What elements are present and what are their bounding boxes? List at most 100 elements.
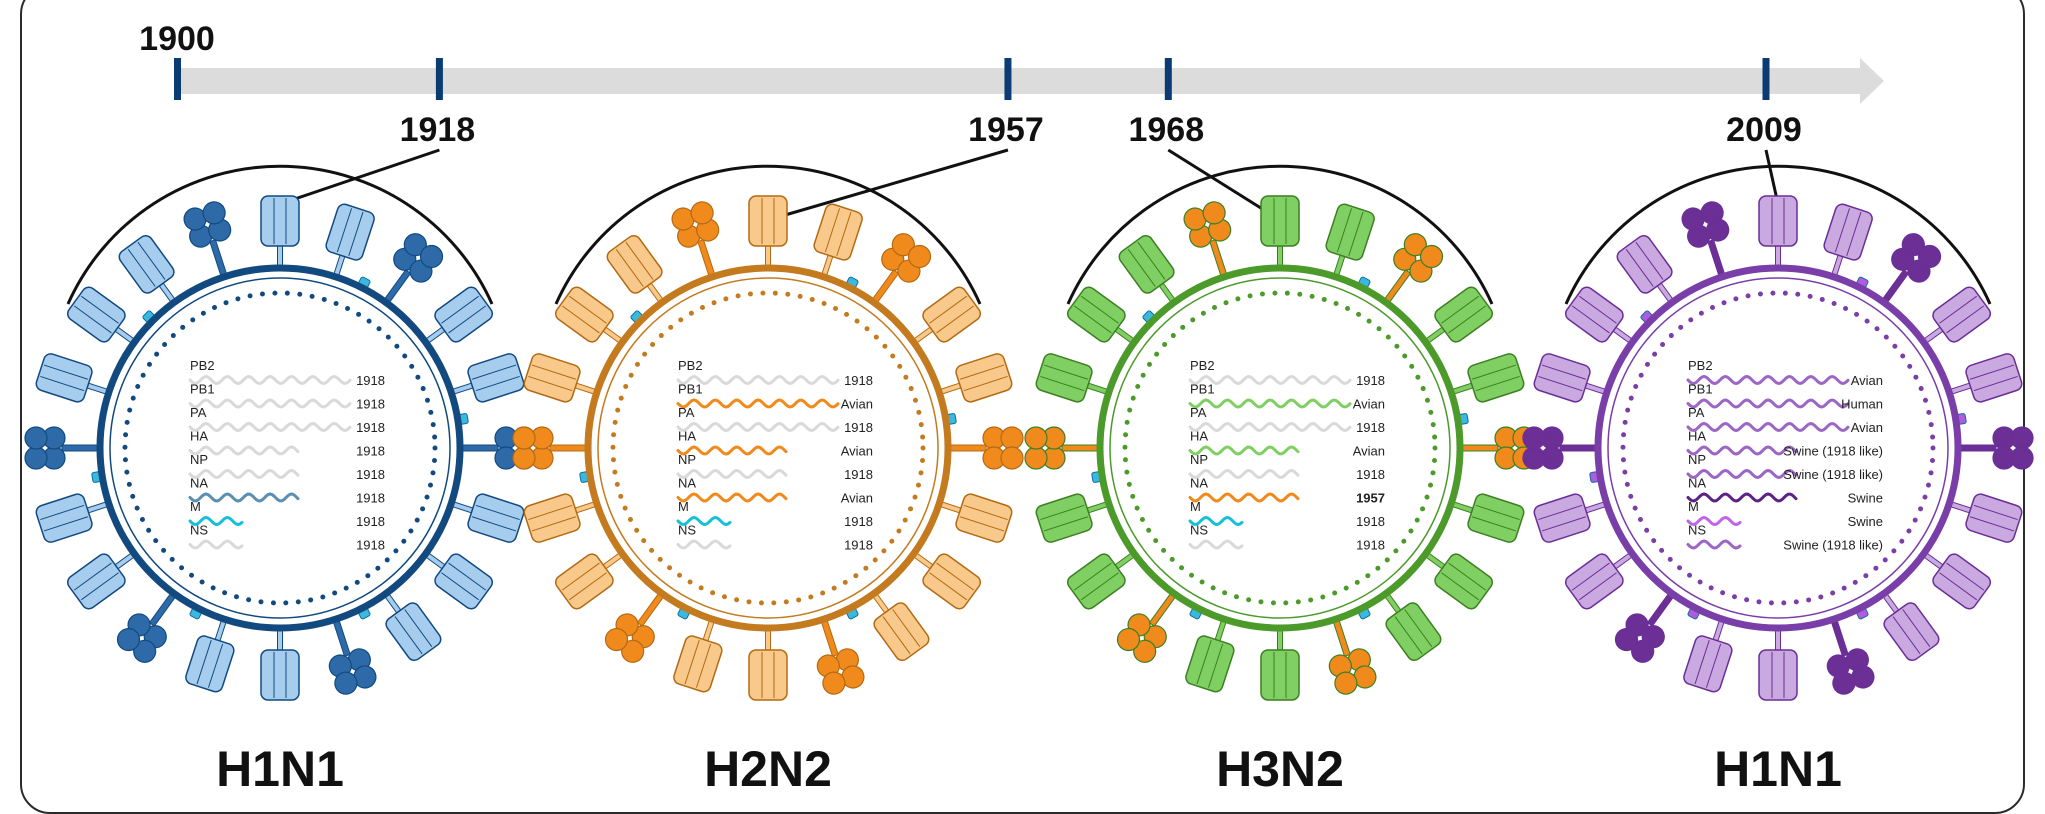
segment-label: M [190, 499, 201, 514]
segment-origin: Swine [1848, 491, 1883, 506]
segment-origin: 1918 [844, 373, 873, 388]
neuraminidase-spike [945, 426, 1024, 470]
segment-label: NP [1190, 452, 1208, 467]
viral-envelope [1096, 264, 1464, 632]
rna-segment-wave [188, 445, 300, 456]
segment-label: PA [190, 405, 207, 420]
segment-label: PB2 [190, 358, 215, 373]
rna-segment-wave [1686, 515, 1742, 527]
segment-label: NA [190, 476, 208, 491]
inner-membrane [1109, 277, 1451, 619]
rna-segment-wave [1686, 492, 1798, 503]
timeline-year-label: 2009 [1726, 111, 1802, 149]
timeline-tick-1957 [1004, 58, 1012, 100]
hemagglutinin-spike [1260, 195, 1300, 272]
segment-origin: 1918 [356, 444, 385, 459]
rna-segment-wave [1686, 398, 1850, 409]
segment-label: PA [678, 405, 695, 420]
hemagglutinin-spike [1260, 624, 1300, 701]
segment-label: PB1 [1688, 382, 1713, 397]
hemagglutinin-spike [1325, 203, 1375, 282]
neuraminidase-spike [1826, 615, 1875, 695]
segment-origin: Human [1841, 397, 1883, 412]
segment-label: NS [190, 523, 208, 538]
segment-label: HA [1190, 429, 1208, 444]
segment-origin: Avian [1353, 397, 1385, 412]
neuraminidase-spike [1024, 426, 1103, 470]
hemagglutinin-spike [381, 589, 442, 662]
segment-origin: 1918 [356, 373, 385, 388]
neuraminidase-spike [869, 233, 932, 307]
rna-segment-wave [188, 468, 300, 480]
rna-segment-wave [676, 421, 840, 433]
neuraminidase-spike [116, 589, 179, 663]
rna-segment-wave [1686, 468, 1798, 480]
rna-segment-wave [1686, 374, 1850, 386]
hemagglutinin-spike [260, 195, 300, 272]
timeline-tick-1968 [1164, 58, 1172, 100]
hemagglutinin-spike [1421, 549, 1494, 610]
segment-label: PB2 [1190, 358, 1215, 373]
neuraminidase-spike [1183, 201, 1232, 281]
neuraminidase-spike [381, 233, 444, 307]
segment-origin: 1918 [356, 467, 385, 482]
hemagglutinin-spike [523, 493, 602, 543]
neuraminidase-spike [1614, 589, 1677, 663]
neuraminidase-spike [328, 615, 377, 695]
rna-segment-wave [676, 374, 840, 386]
segment-label: PB1 [1190, 382, 1215, 397]
segment-label: NS [1688, 523, 1706, 538]
segment-origin: Swine (1918 like) [1783, 538, 1883, 553]
segment-label: NP [190, 452, 208, 467]
virion-h2n2-2: PB21918PB1AvianPA1918HAAvianNP1918NAAvia… [512, 164, 1024, 797]
matrix-protein-layer [122, 290, 438, 606]
segment-origin: Avian [841, 397, 873, 412]
segment-label: PB1 [678, 382, 703, 397]
segment-label: HA [190, 429, 208, 444]
segment-origin: Swine [1848, 514, 1883, 529]
genome-segments: PB21918PB1AvianPA1918HAAvianNP1918NAAvia… [676, 358, 873, 553]
matrix-protein-layer [610, 290, 926, 606]
segment-label: NA [1688, 476, 1706, 491]
rna-segment-wave [676, 468, 788, 480]
rna-segment-wave [188, 398, 352, 409]
neuraminidase-spike [1522, 426, 1601, 470]
hemagglutinin-spike [934, 493, 1013, 543]
timeline-connector [279, 148, 440, 206]
rna-segment-wave [1686, 445, 1798, 456]
hemagglutinin-spike [1066, 286, 1139, 347]
timeline-year-label: 1957 [968, 111, 1044, 149]
virion-arc [554, 164, 982, 305]
virus-subtype-name: H1N1 [1714, 741, 1842, 797]
segment-origin: 1918 [356, 491, 385, 506]
hemagglutinin-spike [1944, 353, 2023, 403]
rna-segment-wave [1188, 515, 1244, 527]
rna-segment-wave [188, 421, 352, 433]
viral-envelope [584, 264, 952, 632]
rna-segment-wave [1686, 539, 1742, 550]
neuraminidase-spike [1328, 615, 1377, 695]
timeline-tick-1900 [174, 58, 181, 100]
virion-arc [66, 164, 494, 305]
segment-label: PA [1688, 405, 1705, 420]
segment-label: HA [678, 429, 696, 444]
rna-segment-wave [1188, 468, 1300, 480]
hemagglutinin-spike [1446, 353, 1525, 403]
rna-segment-wave [1188, 539, 1244, 550]
matrix-protein-layer [1620, 290, 1936, 606]
segment-origin: 1918 [1356, 467, 1385, 482]
segment-origin: Avian [1353, 444, 1385, 459]
neuraminidase-spike [512, 426, 591, 470]
segment-label: NS [1190, 523, 1208, 538]
timeline-start-label: 1900 [139, 20, 215, 58]
matrix-protein-layer [1122, 290, 1438, 606]
segment-label: PA [1190, 405, 1207, 420]
timeline-year-label: 1918 [400, 111, 476, 149]
segment-label: M [1688, 499, 1699, 514]
hemagglutinin-spike [1944, 493, 2023, 543]
segment-origin: 1918 [1356, 514, 1385, 529]
neuraminidase-spike [183, 201, 232, 281]
